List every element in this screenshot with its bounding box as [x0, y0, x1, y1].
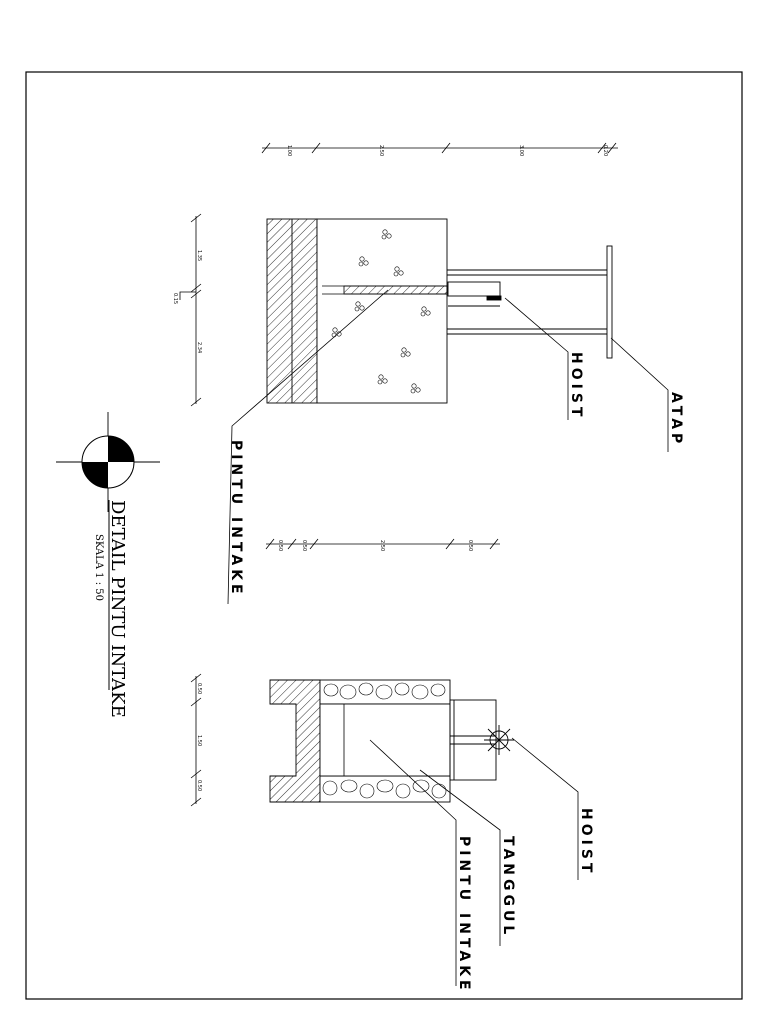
bottom-left-dim-1: 0.50 [196, 683, 202, 694]
label-hoist-top: HOIST [568, 352, 584, 420]
left-dim-2: 0.15 [172, 293, 178, 304]
bottom-view-dim-line-left [190, 673, 202, 807]
top-view: 1.00 2.50 3.00 0.20 1.35 0.15 2.34 [172, 142, 684, 605]
top-view-leaders [227, 289, 669, 605]
bottom-view-dim-line-top [265, 538, 500, 550]
top-view-dim-line-left [179, 213, 202, 407]
rubble-stones [322, 682, 447, 799]
drawing-frame [25, 71, 743, 1000]
hoist-gantry [449, 699, 514, 781]
bottom-left-dim-3: 0.50 [196, 780, 202, 791]
bottom-top-dim-1: 0.50 [277, 540, 283, 551]
gate-plate [343, 285, 448, 295]
left-dim-1: 1.35 [196, 250, 202, 261]
label-atap: ATAP [668, 392, 684, 447]
top-dim-2: 2.50 [378, 145, 384, 156]
label-tanggul: TANGGUL [500, 836, 516, 938]
top-dim-1: 1.00 [286, 145, 292, 156]
top-dim-4: 0.20 [602, 145, 608, 156]
hatched-wall-bottom [269, 679, 321, 803]
hoist-frame [447, 269, 608, 335]
bottom-top-dim-4: 0.50 [467, 540, 473, 551]
aggregate-marks [331, 229, 431, 394]
bottom-view-leaders [369, 737, 579, 986]
rubble-wall-upper [319, 679, 451, 705]
left-dim-3: 2.34 [196, 342, 202, 353]
bottom-view: 0.50 0.50 2.50 0.50 0.50 1.50 0.50 [190, 538, 594, 994]
bottom-left-dim-2: 1.50 [196, 735, 202, 746]
drawing-scale: SKALA 1 : 50 [93, 534, 104, 601]
intake-channel [319, 703, 451, 777]
north-symbol [56, 412, 160, 512]
roof-atap [606, 245, 613, 359]
bottom-top-dim-2: 0.50 [301, 540, 307, 551]
label-hoist-bottom: HOIST [578, 808, 594, 876]
top-dim-3: 3.00 [518, 145, 524, 156]
bottom-top-dim-3: 2.50 [379, 540, 385, 551]
drawing-title: DETAIL PINTU INTAKE [107, 500, 128, 718]
label-pintu-intake-top: PINTU INTAKE [228, 440, 244, 598]
label-pintu-intake-bottom: PINTU INTAKE [456, 836, 472, 994]
top-view-dim-line-top [261, 142, 618, 154]
